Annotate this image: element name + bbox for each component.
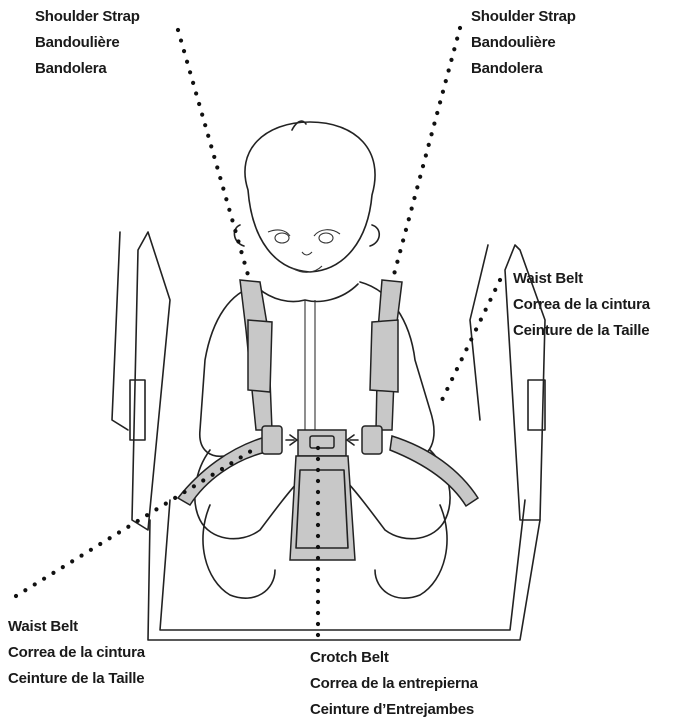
harness-buckle <box>262 426 382 456</box>
shoulder-straps <box>240 280 402 430</box>
baby-head <box>234 121 379 272</box>
crotch-belt <box>290 456 355 560</box>
